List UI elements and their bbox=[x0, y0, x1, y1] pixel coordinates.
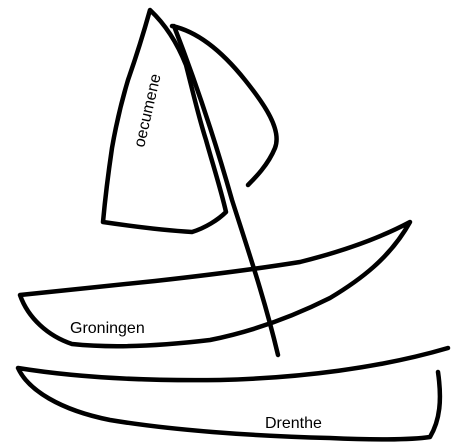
pennant-curve bbox=[172, 26, 277, 185]
upper-hull-label: Groningen bbox=[70, 320, 145, 337]
lower-hull-label: Drenthe bbox=[265, 415, 322, 432]
sail-label: oecumene bbox=[131, 72, 164, 149]
lower-hull-shape bbox=[18, 348, 448, 439]
